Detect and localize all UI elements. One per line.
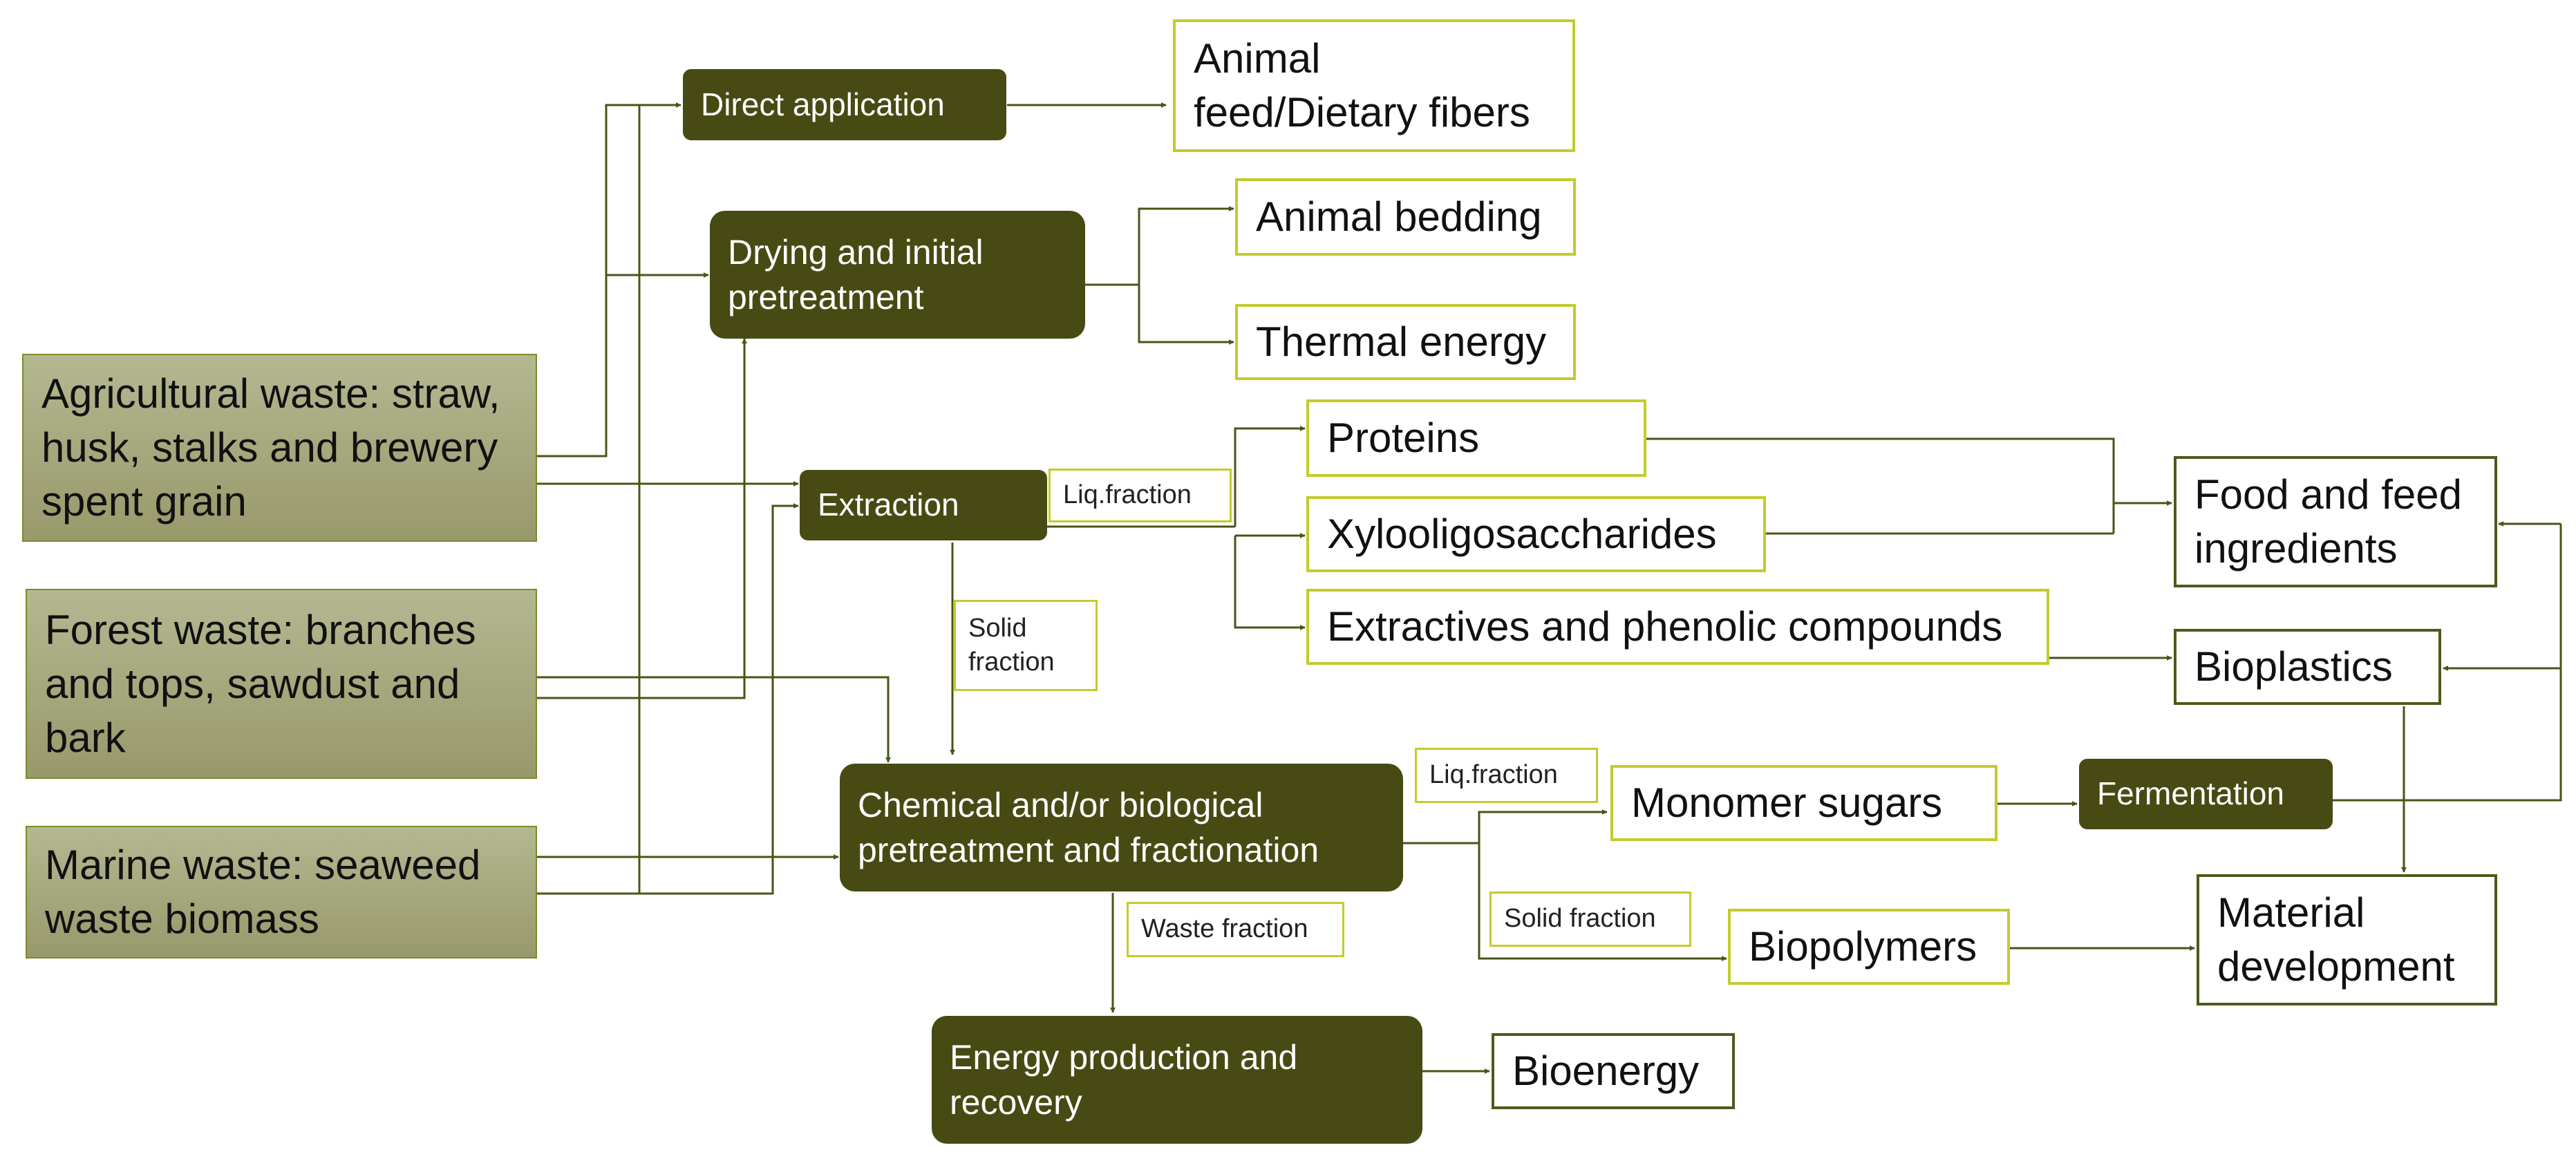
product-material-development: Material development (2197, 874, 2497, 1006)
product-animal-bedding: Animal bedding (1235, 178, 1576, 256)
process-fermentation: Fermentation (2079, 759, 2333, 829)
label-liq-fraction-chemical: Liq.fraction (1415, 748, 1598, 803)
product-proteins: Proteins (1306, 399, 1646, 477)
source-agricultural-waste: Agricultural waste: straw, husk, stalks … (22, 354, 537, 542)
product-xylooligosaccharides: Xylooligosaccharides (1306, 496, 1766, 572)
source-marine-waste: Marine waste: seaweed waste biomass (26, 826, 537, 959)
arrow-drying-to-thermal (1138, 285, 1234, 345)
arrow-liq-to-extractives (1234, 536, 1306, 630)
line-proteins-out (1646, 437, 2115, 534)
process-energy: Energy production and recovery (932, 1016, 1422, 1144)
line-fermentation-loop (2333, 524, 2562, 802)
label-solid-fraction-chemical: Solid fraction (1489, 891, 1691, 947)
arrow-liq-to-proteins (1234, 426, 1306, 527)
product-bioenergy: Bioenergy (1492, 1033, 1735, 1109)
arrow-agri-to-direct (537, 102, 681, 457)
label-solid-fraction-extraction: Solid fraction (954, 600, 1098, 691)
arrow-forest-to-chemical (537, 676, 891, 763)
product-bioplastics: Bioplastics (2174, 629, 2441, 705)
product-animal-feed: Animal feed/Dietary fibers (1173, 19, 1575, 152)
process-direct-application: Direct application (683, 69, 1006, 140)
arrow-drying-to-bedding (1138, 206, 1234, 285)
product-food-feed: Food and feed ingredients (2174, 456, 2497, 587)
source-forest-waste: Forest waste: branches and tops, sawdust… (26, 589, 537, 779)
arrow-chemical-to-monomer (1478, 809, 1608, 843)
product-monomer-sugars: Monomer sugars (1610, 765, 1997, 841)
process-extraction: Extraction (800, 470, 1047, 540)
label-waste-fraction: Waste fraction (1127, 902, 1344, 957)
product-biopolymers: Biopolymers (1728, 909, 2010, 985)
label-liq-fraction-extraction: Liq.fraction (1049, 469, 1232, 522)
process-drying: Drying and initial pretreatment (710, 211, 1085, 339)
product-extractives: Extractives and phenolic compounds (1306, 589, 2049, 665)
process-chemical: Chemical and/or biological pretreatment … (840, 764, 1403, 891)
arrow-forest-to-drying (537, 338, 747, 699)
arrow-chemical-to-biopolymers (1478, 843, 1727, 961)
product-thermal-energy: Thermal energy (1235, 304, 1576, 380)
arrow-marine-to-extraction (537, 503, 799, 895)
